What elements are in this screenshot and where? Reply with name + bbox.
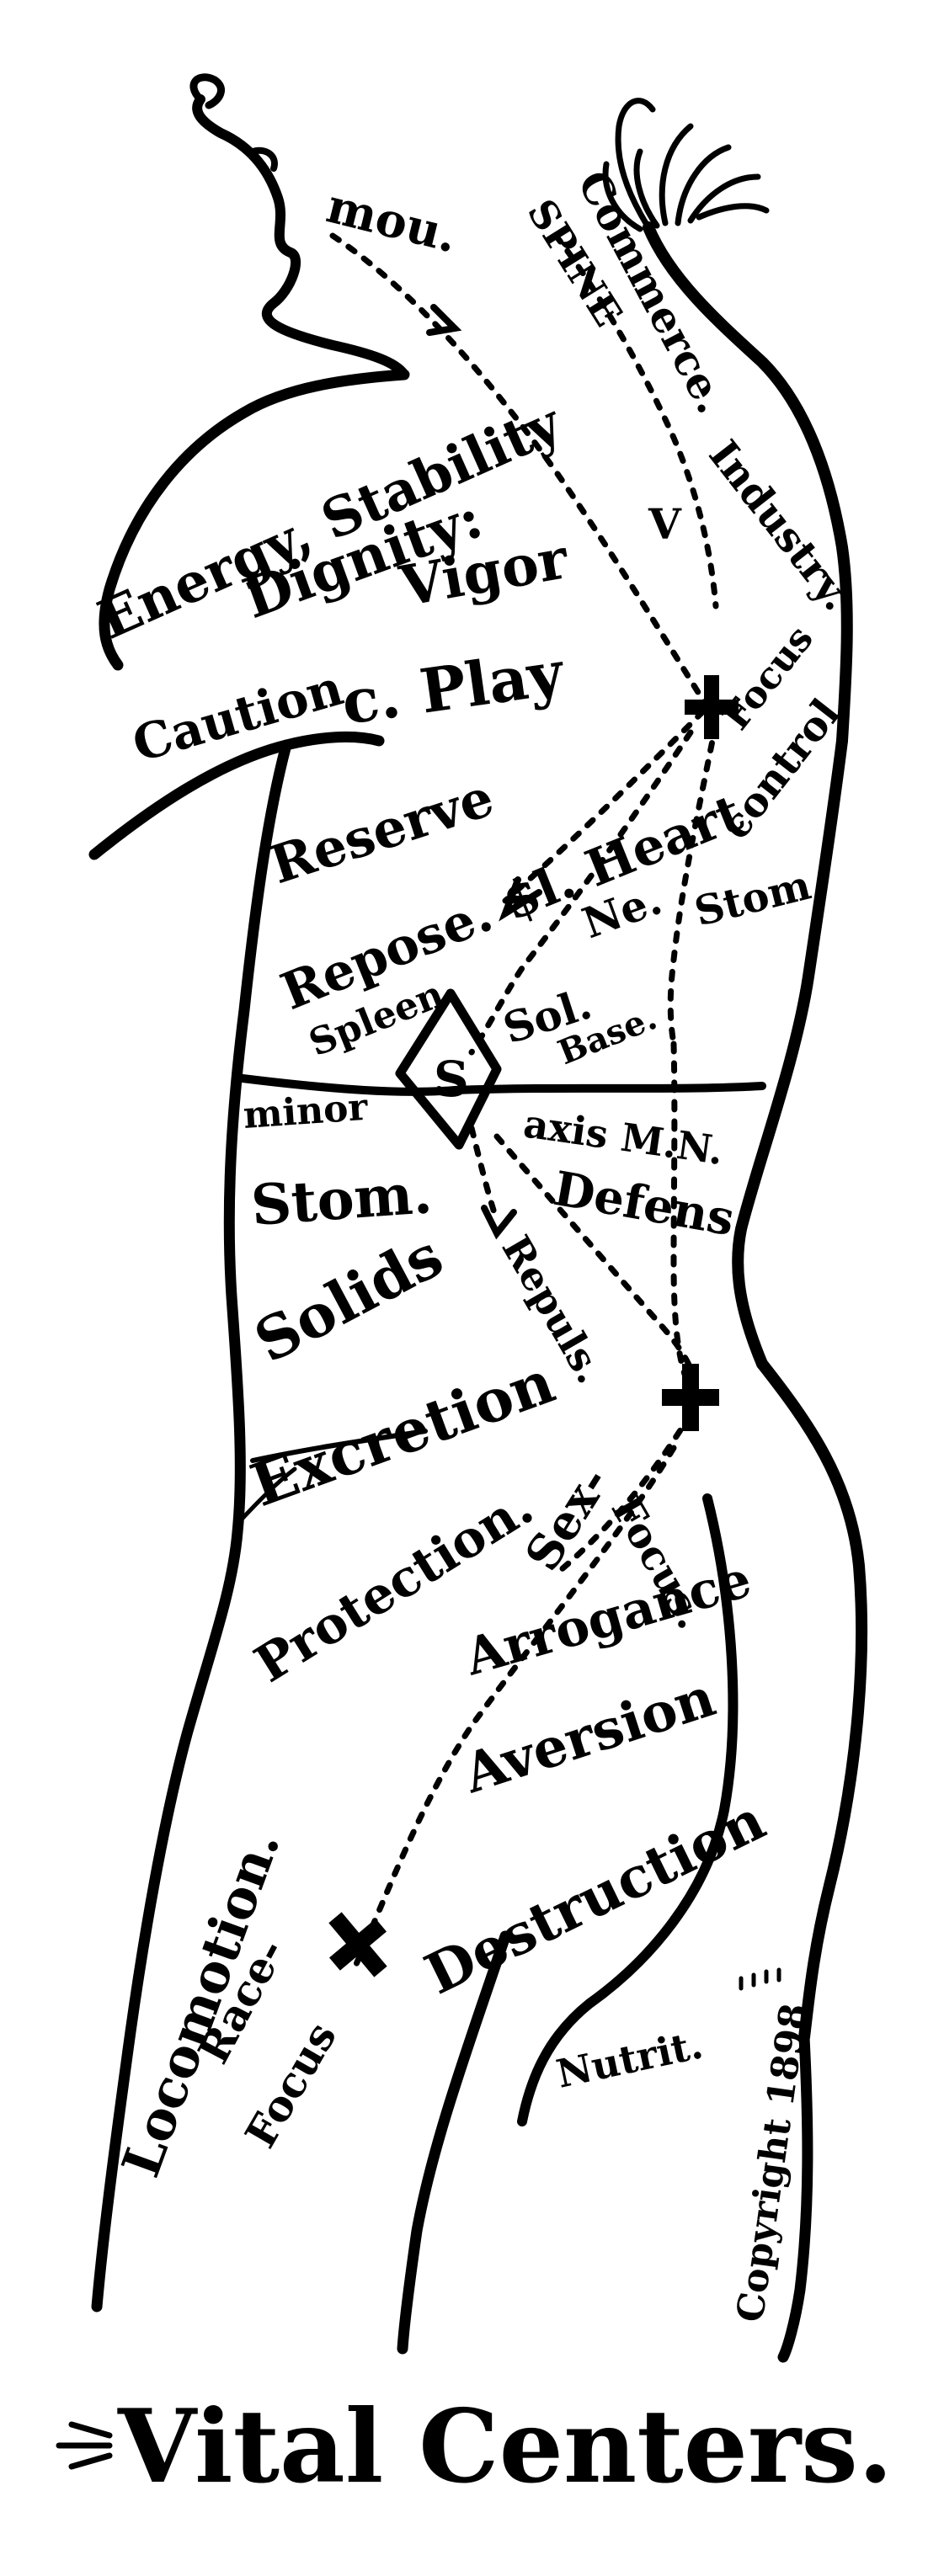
- leg-front-line: [397, 1930, 511, 2355]
- label-v: V: [648, 499, 682, 549]
- arrow-repuls: [481, 1205, 517, 1240]
- labels: mou. Commerce. SPINE Energy, Stability D…: [89, 162, 861, 2325]
- buttock-line: [756, 1358, 868, 2043]
- label-nutrit: Nutrit.: [552, 2021, 707, 2096]
- label-aversion: Aversion: [456, 1666, 723, 1807]
- thigh-inner-line: [517, 1493, 739, 2126]
- mouth-mark: [249, 146, 278, 172]
- label-stom-lower: Stom.: [249, 1160, 435, 1238]
- face-profile-line: [192, 94, 409, 380]
- focus-cross-upper: [685, 675, 739, 739]
- page-title: Vital Centers.: [117, 2387, 893, 2506]
- body-outline: [88, 94, 868, 2363]
- label-destruction: Destruction: [415, 1787, 775, 2008]
- nutrit-ticks: [739, 1967, 781, 1991]
- path-mou-to-focus: [329, 232, 711, 711]
- path-axis: [493, 1133, 702, 1401]
- hair-tuft: [602, 98, 770, 232]
- label-solids: Solids: [243, 1221, 454, 1376]
- excretion-divider-2: [235, 1466, 297, 1526]
- waist-line: [232, 1073, 766, 1096]
- path-focus-to-sol: [468, 729, 694, 1056]
- label-reserve: Reserve: [263, 766, 501, 896]
- arrow-heart: [499, 876, 542, 922]
- path-sex-focus: [552, 1411, 694, 1578]
- shoulder-line: [99, 369, 410, 671]
- arm-lower-line: [88, 731, 385, 860]
- thigh-back-line: [777, 2031, 813, 2363]
- front-torso-line: [91, 739, 292, 2313]
- label-minor: minor: [242, 1086, 370, 1137]
- label-focus-race: Focus: [235, 2014, 346, 2156]
- solar-plexus-diamond: S: [395, 988, 502, 1150]
- label-axis-mn: axis M.N.: [520, 1100, 726, 1174]
- hair-base-line: [643, 221, 853, 747]
- focus-cross-race: [328, 1912, 387, 1977]
- excretion-divider: [250, 1429, 428, 1463]
- arrow-neck: [426, 304, 462, 336]
- label-arrogance: Arrogance: [458, 1550, 758, 1688]
- nerve-paths: [329, 232, 719, 1973]
- title-block: Vital Centers.: [56, 2387, 893, 2506]
- path-focus-down: [667, 721, 719, 1047]
- label-mou: mou.: [322, 178, 463, 264]
- path-spine: [552, 232, 719, 609]
- label-defens: Defens.: [550, 1161, 755, 1250]
- focus-cross-sex: [662, 1364, 719, 1431]
- label-stom-upper: Stom.: [690, 858, 829, 935]
- label-c-play: c. Play: [338, 636, 569, 738]
- path-spine-lower: [670, 1041, 694, 1392]
- solar-plexus-letter: S: [434, 1051, 469, 1108]
- arrow-heads: [426, 304, 542, 1240]
- path-solar-down: [468, 1125, 500, 1224]
- nose-curl: [189, 73, 225, 109]
- path-focus-to-spleen: [502, 708, 707, 904]
- path-race: [350, 1445, 677, 1973]
- title-flourish: [56, 2421, 113, 2470]
- back-line: [732, 735, 848, 1370]
- label-energy-stability: Energy, Stability: [89, 391, 572, 652]
